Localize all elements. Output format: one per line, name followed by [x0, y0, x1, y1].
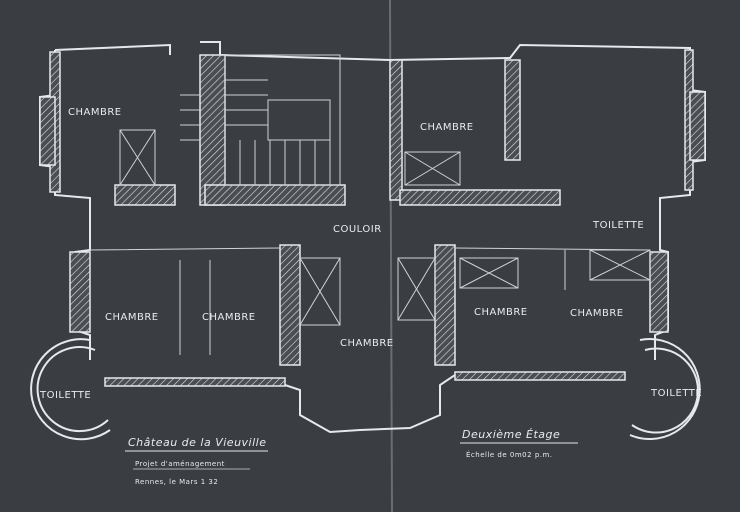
room-label: TOILETTE [650, 388, 702, 399]
room-label: CHAMBRE [340, 338, 394, 349]
room-label: TOILETTE [39, 390, 91, 401]
room-label: CHAMBRE [570, 308, 624, 319]
room-labels: CHAMBRE CHAMBRE COULOIR TOILETTE CHAMBRE… [39, 107, 702, 401]
walls [30, 41, 706, 441]
room-label: CHAMBRE [68, 107, 122, 118]
scale-note: Échelle de 0m02 p.m. [466, 450, 553, 459]
room-label: CHAMBRE [420, 122, 474, 133]
title-block: Château de la Vieuville Projet d'aménage… [125, 428, 578, 486]
room-label: TOILETTE [592, 220, 644, 231]
room-label: COULOIR [333, 224, 382, 235]
room-label: CHAMBRE [105, 312, 159, 323]
place-date: Rennes, le Mars 1 32 [135, 478, 218, 486]
drawing-title: Château de la Vieuville [128, 436, 267, 449]
drawing-subtitle: Projet d'aménagement [135, 460, 225, 468]
room-label: CHAMBRE [202, 312, 256, 323]
floor-title: Deuxième Étage [462, 428, 560, 441]
room-label: CHAMBRE [474, 307, 528, 318]
